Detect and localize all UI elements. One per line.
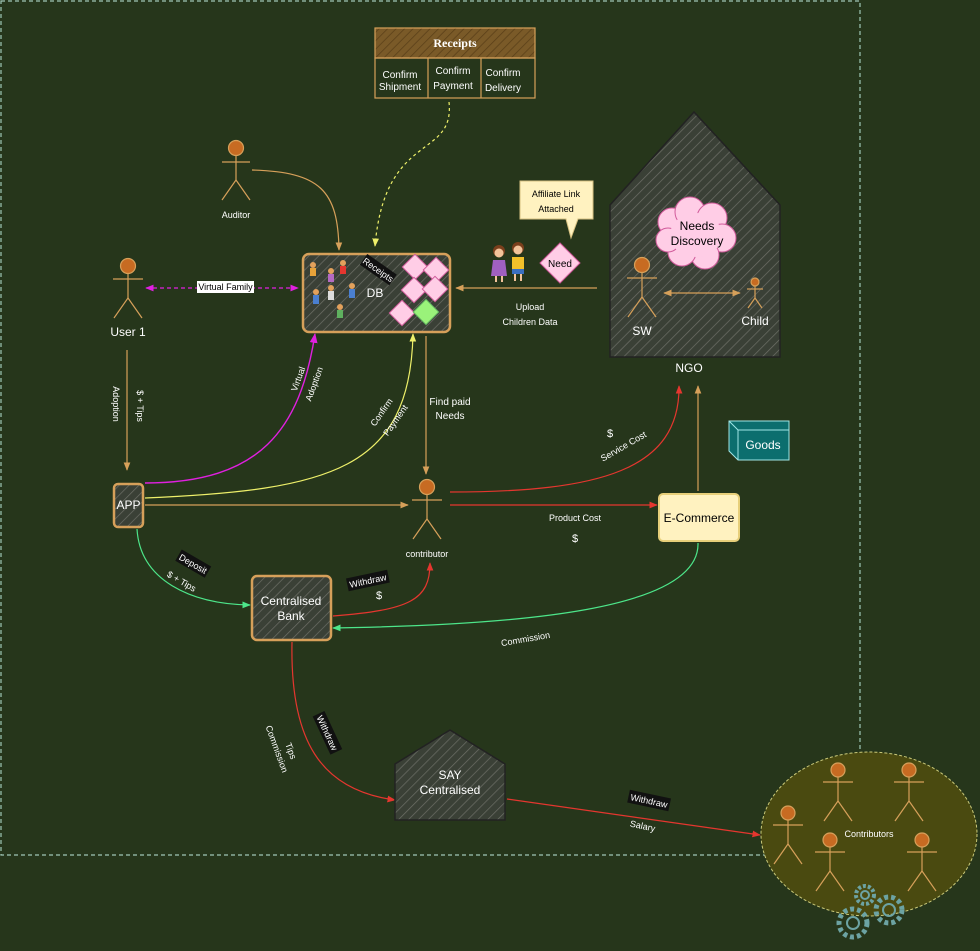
receipts-to-db-edge <box>372 101 450 247</box>
service-cost-edge <box>449 385 683 493</box>
bank-label-2: Bank <box>277 609 305 623</box>
withdraw-contributor-edge <box>332 562 434 617</box>
receipt-item-shipment-2: Shipment <box>379 82 421 93</box>
goods-label: Goods <box>745 438 780 452</box>
upload-label-1: Upload <box>516 302 545 312</box>
find-paid-label-1: Find paid <box>429 397 470 408</box>
user-label: User 1 <box>110 325 146 339</box>
say-label-2: Centralised <box>420 783 481 797</box>
auditor-label: Auditor <box>222 210 251 220</box>
deposit-tag: Deposit <box>175 549 212 578</box>
db-need-diamonds <box>388 253 450 327</box>
product-cost-label: Product Cost <box>549 513 602 523</box>
contributor-actor[interactable] <box>412 478 442 540</box>
centralised-bank-node[interactable]: Centralised Bank <box>250 574 333 642</box>
gear-icon <box>836 884 905 940</box>
ecommerce-node[interactable]: E-Commerce <box>658 493 740 542</box>
child-actor[interactable] <box>747 277 763 309</box>
auditor-actor[interactable] <box>221 139 251 201</box>
commission-label: Commission <box>500 630 550 648</box>
user-tips-label: $ + Tips <box>135 390 145 422</box>
confirm-payment-edge <box>144 333 417 499</box>
receipt-item-payment-2: Payment <box>433 81 473 92</box>
adoption-label: Adoption <box>111 386 121 422</box>
affiliate-link-callout: Affiliate Link Attached <box>519 180 594 240</box>
say-centralised-node[interactable]: SAY Centralised <box>394 729 506 821</box>
deposit-tips-label: $ + Tips <box>165 569 198 594</box>
affiliate-label-1: Affiliate Link <box>532 189 581 199</box>
needs-discovery-label-1: Needs <box>680 219 715 233</box>
withdraw-salary-tag: Withdraw <box>627 789 671 812</box>
sw-label: SW <box>632 324 652 338</box>
contributor-label: contributor <box>406 549 449 559</box>
withdraw-say-tag: Withdraw <box>312 711 343 755</box>
db-label: DB <box>367 286 384 300</box>
salary-edge <box>506 798 761 838</box>
contributors-figures <box>773 762 937 892</box>
bank-label-1: Centralised <box>261 594 322 608</box>
deposit-edge <box>136 528 251 609</box>
app-node[interactable]: APP <box>112 482 145 529</box>
user-actor[interactable] <box>113 257 143 319</box>
need-label: Need <box>548 259 572 270</box>
upload-label-2: Children Data <box>502 317 557 327</box>
needs-discovery-cloud[interactable]: Needs Discovery <box>655 196 737 270</box>
affiliate-label-2: Attached <box>538 204 574 214</box>
contributors-group[interactable]: Contributors <box>760 751 978 917</box>
receipt-item-payment-1: Confirm <box>435 66 470 77</box>
say-commission-edge <box>291 641 396 803</box>
find-paid-label-2: Needs <box>436 411 465 422</box>
withdraw-contributor-tag: Withdraw <box>346 569 390 592</box>
system-boundary <box>0 0 861 856</box>
children-icon <box>310 260 355 318</box>
receipts-title: Receipts <box>433 36 477 50</box>
commission-edge <box>332 542 699 632</box>
auditor-to-db-edge <box>251 169 343 251</box>
receipt-item-delivery-2: Delivery <box>485 83 521 94</box>
product-cost-dollar: $ <box>572 533 578 545</box>
service-cost-dollar: $ <box>607 428 613 440</box>
receipt-item-delivery-1: Confirm <box>485 68 520 79</box>
app-label: APP <box>116 498 140 512</box>
withdraw-dollar: $ <box>376 590 382 602</box>
virtual-adoption-edge <box>144 333 318 484</box>
child-label: Child <box>741 314 768 328</box>
virtual-family-label: Virtual Family <box>198 282 253 292</box>
db-node[interactable]: DB Receipts <box>301 252 452 334</box>
contributors-label: Contributors <box>844 829 894 839</box>
children-pair-icon <box>491 242 524 282</box>
goods-node[interactable]: Goods <box>728 420 790 461</box>
salary-label: Salary <box>629 819 657 834</box>
receipt-item-shipment-1: Confirm <box>382 70 417 81</box>
ecommerce-label: E-Commerce <box>664 511 735 525</box>
ngo-label: NGO <box>675 361 702 375</box>
say-label-1: SAY <box>438 768 461 782</box>
receipts-table[interactable]: Receipts Confirm Shipment Confirm Paymen… <box>374 27 536 99</box>
sw-actor[interactable] <box>627 256 657 318</box>
needs-discovery-label-2: Discovery <box>671 234 724 248</box>
virtual-family-tag <box>197 281 254 293</box>
need-node[interactable]: Need <box>539 242 581 284</box>
